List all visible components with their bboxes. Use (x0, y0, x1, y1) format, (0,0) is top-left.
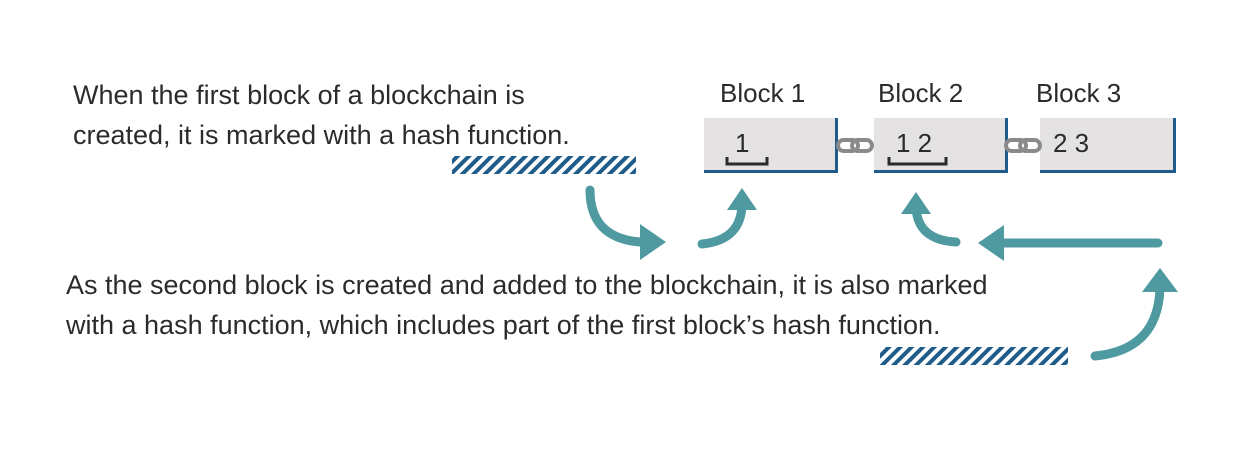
caption-line: with a hash function, which includes par… (66, 310, 941, 340)
hash-highlight-first (452, 156, 636, 174)
arrowhead-right (640, 224, 666, 260)
chain-link-icon (1004, 138, 1042, 153)
block-1-label: Block 1 (720, 78, 806, 108)
block-2-label: Block 2 (878, 78, 964, 108)
caption-line: As the second block is created and added… (66, 270, 988, 300)
arrowhead-up-block-2 (901, 192, 931, 214)
block-1-hash: 1 (735, 128, 750, 158)
hash-highlight-second (880, 347, 1068, 365)
arrow-curve-up-right (1090, 283, 1165, 361)
block-2-hash: 1 2 (896, 128, 933, 158)
caption-line: created, it is marked with a hash functi… (73, 120, 570, 150)
block-3-hash: 2 3 (1053, 128, 1090, 158)
caption-line: When the first block of a blockchain is (73, 80, 525, 110)
arrowhead-up-right (1142, 268, 1178, 292)
chain-link-icon (836, 138, 874, 153)
first-block-caption: When the first block of a blockchain is … (73, 75, 570, 155)
hash-bracket-2 (887, 157, 948, 166)
arrowhead-left (978, 225, 1004, 261)
block-3-label: Block 3 (1036, 78, 1122, 108)
block-3 (1040, 118, 1176, 173)
arrow-curve-down (585, 185, 645, 247)
second-block-caption: As the second block is created and added… (66, 265, 988, 345)
arrowhead-up-block-1 (727, 188, 757, 210)
hash-bracket-1 (725, 157, 769, 166)
